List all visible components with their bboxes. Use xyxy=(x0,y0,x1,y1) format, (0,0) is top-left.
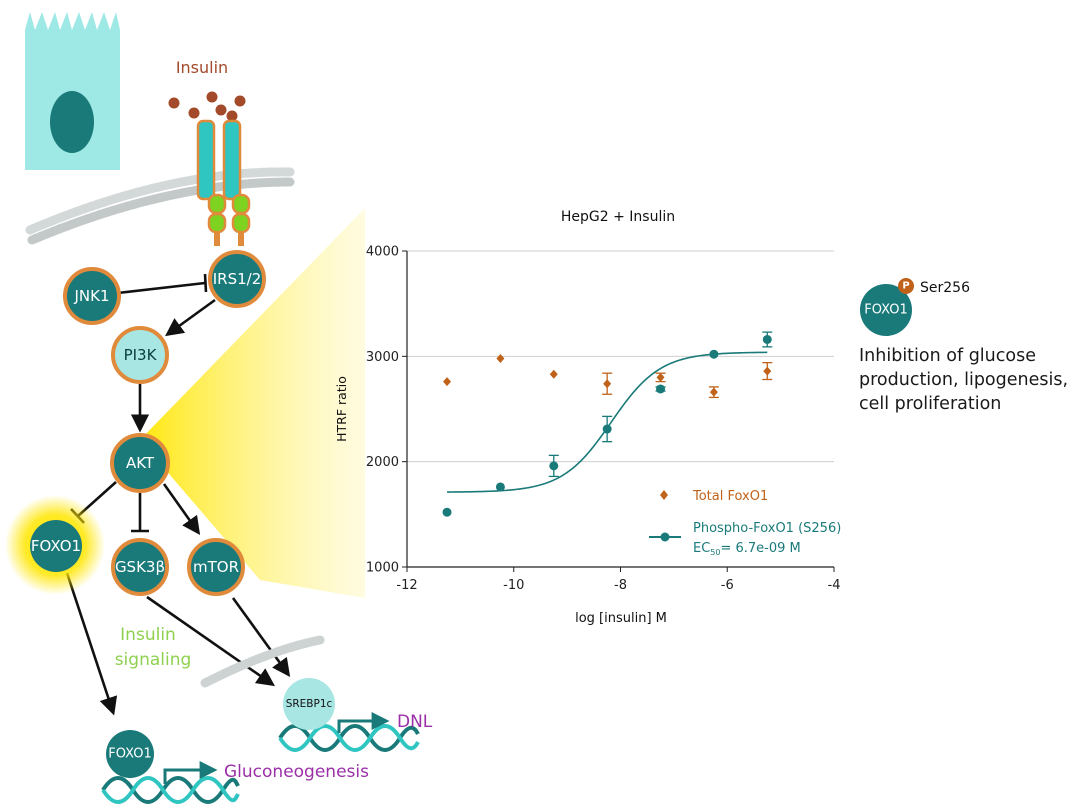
legend-phospho-label: Phospho-FoxO1 (S256) xyxy=(693,521,841,536)
node-irs: IRS1/2 xyxy=(208,250,266,308)
svg-text:mTOR: mTOR xyxy=(193,558,239,576)
phospho-foxo1-point xyxy=(762,334,772,344)
insulin-signaling-label-2: signaling xyxy=(115,650,192,670)
ytick-label: 3000 xyxy=(366,350,399,365)
legend-phospho-marker xyxy=(660,532,670,542)
node-mtor: mTOR xyxy=(187,538,245,596)
effect-text: Inhibition of glucose production, lipoge… xyxy=(859,346,1069,414)
node-pi3k: PI3K xyxy=(111,326,169,384)
xtick-label: -6 xyxy=(721,578,734,593)
node-jnk1: JNK1 xyxy=(63,267,121,325)
srebp1c-node xyxy=(283,678,335,730)
phospho-foxo1-point xyxy=(709,349,719,359)
inset-foxo1: FOXO1 P Ser256 xyxy=(860,278,970,336)
phospho-foxo1-point xyxy=(656,384,666,394)
svg-text:FOXO1: FOXO1 xyxy=(31,537,81,555)
svg-text:AKT: AKT xyxy=(126,454,155,472)
insulin-receptor xyxy=(196,119,251,246)
chart-marks xyxy=(442,331,773,517)
phospho-foxo1-point xyxy=(549,461,559,471)
edge-foxo1-nuclear xyxy=(65,572,118,716)
total-foxo1-point xyxy=(709,387,718,397)
node-gsk3b: GSK3β xyxy=(111,538,169,596)
phospho-foxo1-point xyxy=(442,507,452,517)
chart: HepG2 + Insulin HTRF ratio log [insulin]… xyxy=(334,209,841,626)
dnl-label: DNL xyxy=(397,712,433,732)
foxo1-dna: FOXO1 xyxy=(101,730,240,804)
srebp1c-label: SREBP1c xyxy=(286,698,333,710)
ec50-sub: 50 xyxy=(710,548,720,557)
srebp-dna: SREBP1c xyxy=(278,678,420,752)
total-foxo1-point xyxy=(656,372,665,382)
chart-legend: Total FoxO1 Phospho-FoxO1 (S256) EC50= 6… xyxy=(649,489,841,557)
chart-xlabel: log [insulin] M xyxy=(575,611,667,626)
foxo1-nuclear-node xyxy=(106,730,154,778)
inset-foxo1-label: FOXO1 xyxy=(864,303,907,318)
xtick-label: -4 xyxy=(828,578,841,593)
total-foxo1-point xyxy=(443,377,452,387)
nuclear-membrane xyxy=(200,635,325,688)
svg-text:GSK3β: GSK3β xyxy=(115,558,165,576)
edge-gsk3b-srebp xyxy=(146,595,275,687)
edge-jnk1-irs xyxy=(117,281,206,295)
total-foxo1-point xyxy=(549,369,558,379)
edge-irs-pi3k xyxy=(165,298,216,337)
insulin-molecules xyxy=(168,91,246,122)
insulin-signaling-label-1: Insulin xyxy=(120,625,176,645)
total-foxo1-point xyxy=(603,379,612,389)
total-foxo1-point xyxy=(763,366,772,376)
xtick-label: -12 xyxy=(396,578,417,593)
phospho-foxo1-point xyxy=(495,482,505,492)
edge-jnk1-irs-bar xyxy=(203,273,208,293)
total-foxo1-point xyxy=(496,353,505,363)
zoom-cone xyxy=(140,208,365,598)
legend-total-label: Total FoxO1 xyxy=(692,489,768,504)
chart-title: HepG2 + Insulin xyxy=(561,209,675,225)
node-akt: AKT xyxy=(110,433,170,493)
svg-text:PI3K: PI3K xyxy=(124,346,158,364)
inset-foxo1-node xyxy=(860,284,912,336)
phospho-badge-label: P xyxy=(902,281,909,292)
legend-ec50: EC50= 6.7e-09 M xyxy=(693,541,801,557)
cell-membrane-top xyxy=(25,167,295,245)
chart-ylabel: HTRF ratio xyxy=(334,376,349,442)
xtick-label: -8 xyxy=(614,578,627,593)
phospho-foxo1-point xyxy=(602,424,612,434)
foxo1-nuclear-label: FOXO1 xyxy=(108,747,151,762)
pathway-edges xyxy=(65,273,291,716)
ec50-value: = 6.7e-09 M xyxy=(720,541,800,556)
svg-text:JNK1: JNK1 xyxy=(73,287,109,305)
ec50-prefix: EC xyxy=(693,541,710,556)
gluconeogenesis-label: Gluconeogenesis xyxy=(224,762,369,782)
svg-text:IRS1/2: IRS1/2 xyxy=(213,270,262,288)
insulin-label: Insulin xyxy=(176,58,228,77)
ser-label: Ser256 xyxy=(920,280,970,296)
chart-ticks: 1000 2000 3000 4000 -12 -10 -8 -6 -4 xyxy=(366,245,841,594)
node-foxo1: FOXO1 xyxy=(30,520,82,572)
phospho-badge xyxy=(898,278,914,294)
edge-akt-mtor xyxy=(162,483,201,535)
xtick-label: -10 xyxy=(503,578,524,593)
chart-axes xyxy=(402,250,835,572)
ytick-label: 4000 xyxy=(366,245,399,260)
edge-mtor-srebp xyxy=(231,597,291,677)
legend-total-marker xyxy=(660,490,668,500)
ytick-label: 2000 xyxy=(366,455,399,470)
cell-icon xyxy=(25,12,120,170)
ytick-label: 1000 xyxy=(366,561,399,576)
